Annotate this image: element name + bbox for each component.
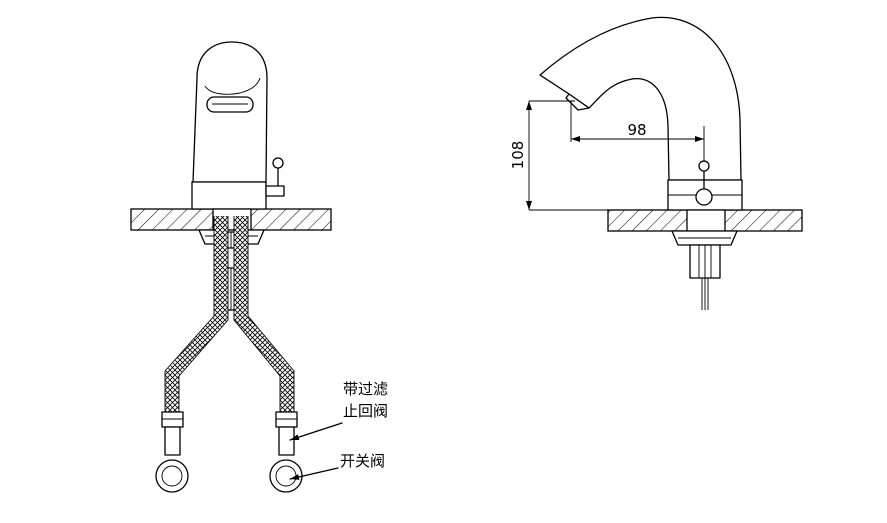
vertical-dimension-value: 108 xyxy=(509,141,527,170)
switch-valve-label: 开关阀 xyxy=(340,452,386,470)
front-body-cheek xyxy=(204,77,261,95)
horizontal-dimension-value: 98 xyxy=(627,121,646,139)
side-spout-outlet xyxy=(565,93,590,111)
check-valve-label-line2: 止回阀 xyxy=(343,402,389,420)
switch-valve-leader xyxy=(289,467,339,480)
front-hose-right xyxy=(234,216,294,412)
front-aerator xyxy=(206,96,254,113)
front-view xyxy=(130,41,343,493)
check-valve-leader xyxy=(289,422,343,441)
check-valve-label-line1: 带过滤 xyxy=(343,380,389,398)
front-base-collar xyxy=(191,181,267,210)
side-shank xyxy=(686,209,726,232)
front-left-fitting xyxy=(155,411,189,493)
vertical-dimension xyxy=(526,100,608,211)
front-hose-left xyxy=(165,216,228,412)
front-side-lever xyxy=(265,157,285,197)
side-view: 108 98 xyxy=(509,16,803,310)
front-right-fitting xyxy=(269,411,303,493)
check-valve-label: 带过滤 止回阀 xyxy=(343,380,388,420)
horizontal-dimension xyxy=(570,101,705,162)
